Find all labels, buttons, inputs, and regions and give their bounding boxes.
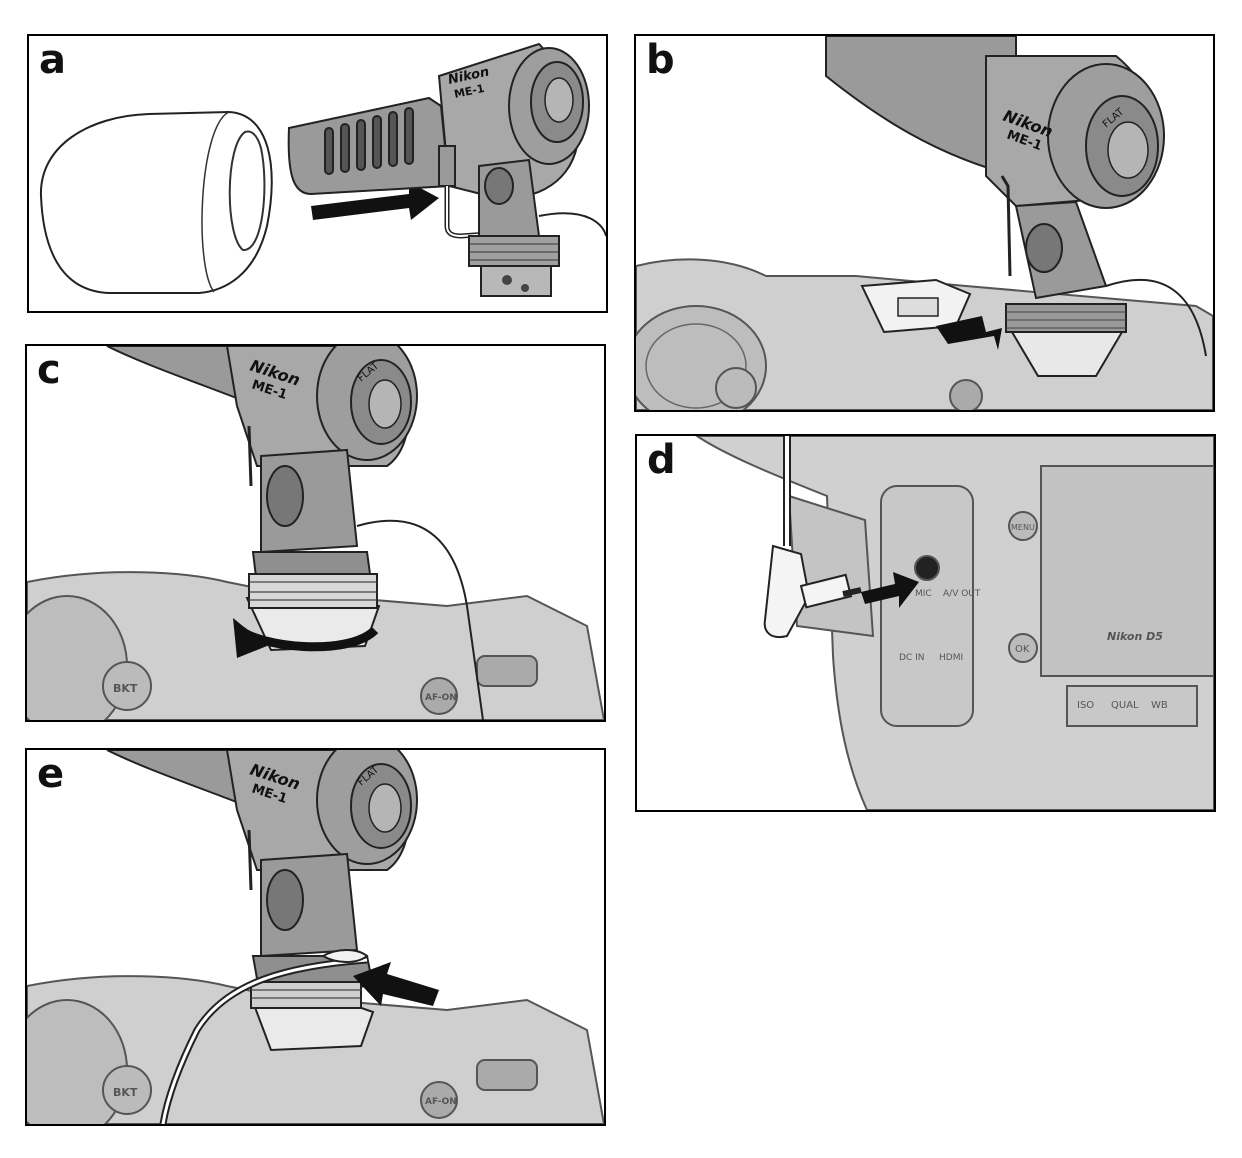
panel-d: d MIC A/V OUT DC IN HDMI Nikon D5 MENU O…: [635, 434, 1216, 812]
hdmi-port-label: HDMI: [939, 653, 963, 663]
mic-port-label: MIC: [915, 589, 932, 599]
secure-cable-illustration: BKT AF-ON Nikon ME-1 FLAT: [27, 750, 604, 1124]
clip-arrow: [353, 962, 439, 1006]
audio-cable-plug: [763, 436, 862, 638]
shoe-mount: [250, 852, 375, 1009]
panel-label: a: [39, 37, 66, 83]
mount-on-camera-illustration: Nikon ME-1 FLAT: [636, 36, 1213, 410]
panel-b: b Nikon ME-1 FLAT: [634, 34, 1215, 412]
push-arrow: [311, 182, 439, 220]
tighten-lock-ring-illustration: BKT AF-ON Nikon ME-1 FLAT: [27, 346, 604, 720]
panel-label: c: [37, 347, 61, 393]
rotate-arrowhead: [233, 618, 267, 658]
panel-a: a Nikon ME-: [27, 34, 608, 313]
windscreen: [39, 110, 273, 294]
panel-e: e BKT AF-ON Nikon ME-1 FLAT: [25, 748, 606, 1126]
accessory-shoe: [860, 278, 972, 334]
shoe-mount: [468, 158, 606, 297]
af-on-button-text: AF-ON: [425, 1097, 457, 1107]
microphone-cable: [159, 949, 369, 1124]
av-out-port-label: A/V OUT: [943, 589, 981, 599]
microphone-barrel: [287, 96, 451, 196]
iso-button-text: ISO: [1077, 700, 1094, 711]
microphone-body: Nikon ME-1: [437, 42, 590, 199]
microphone: Nikon ME-1 FLAT: [106, 750, 418, 891]
microphone-assembly-illustration: Nikon ME-1: [39, 42, 606, 297]
camera-side-body: MIC A/V OUT DC IN HDMI Nikon D5 MENU OK …: [695, 436, 1214, 810]
insert-arrow: [861, 572, 919, 608]
bkt-button-text: BKT: [113, 1086, 138, 1099]
dc-in-port-label: DC IN: [899, 653, 924, 663]
connect-cable-illustration: MIC A/V OUT DC IN HDMI Nikon D5 MENU OK …: [695, 436, 1214, 810]
wb-button-text: WB: [1151, 700, 1168, 711]
panel-label: d: [647, 437, 676, 483]
shoe-mount: [248, 448, 484, 720]
panel-label: e: [37, 751, 65, 797]
cable-clip: [320, 949, 369, 963]
microphone: Nikon ME-1 FLAT: [825, 36, 1165, 277]
ok-button-text: OK: [1015, 644, 1030, 655]
panel-c: c BKT AF-ON Nikon ME-1 FLAT: [25, 344, 606, 722]
bkt-button-text: BKT: [113, 682, 138, 695]
microphone: Nikon ME-1 FLAT: [106, 346, 418, 487]
camera-model-text: Nikon D5: [1107, 630, 1163, 643]
panel-label: b: [646, 37, 675, 83]
cable-plug: [438, 145, 490, 239]
menu-button-text: MENU: [1011, 523, 1035, 532]
mic-model-text: ME-1: [453, 82, 486, 101]
slide-arrow: [936, 316, 1002, 350]
af-on-button-text: AF-ON: [425, 693, 457, 703]
qual-button-text: QUAL: [1111, 700, 1139, 711]
shoe-mount: [1005, 200, 1207, 377]
